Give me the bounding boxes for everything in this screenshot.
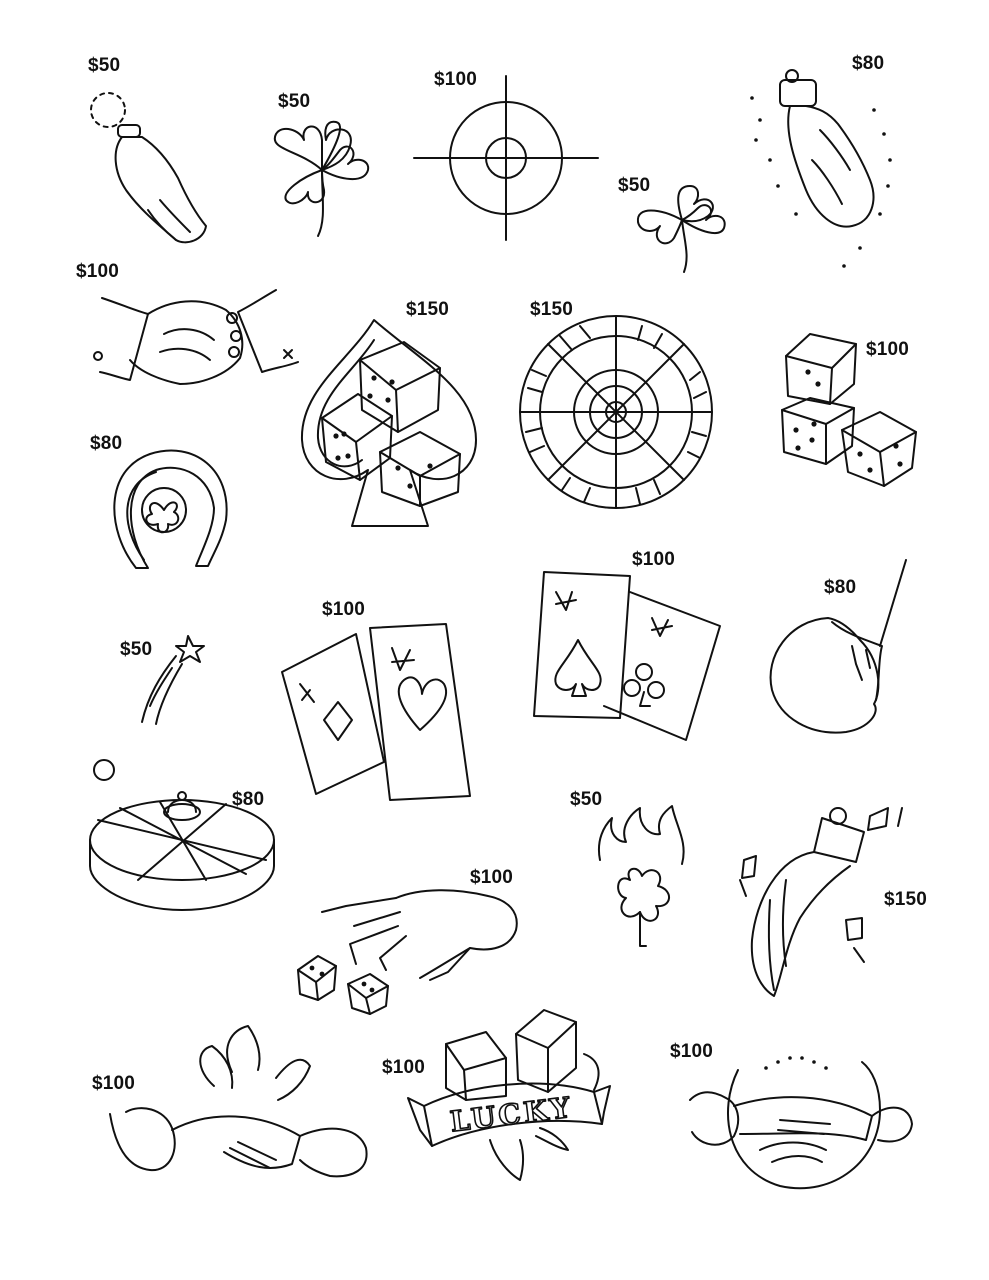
shamrock-icon [636,185,726,273]
price-label: $100 [382,1057,426,1078]
price-label: $100 [670,1041,714,1062]
price-label: $50 [278,91,311,112]
price-label: $80 [852,53,885,74]
handshake-icon [689,1056,913,1190]
shamrock-icon [273,120,370,237]
price-label: $100 [866,339,910,360]
horseshoe-icon [113,449,228,569]
price-label: $80 [232,789,265,810]
price-label: $100 [92,1073,136,1094]
playing-cards-icon [533,571,721,741]
price-label: $150 [530,299,574,320]
price-label: $100 [632,549,676,570]
price-label: $50 [570,789,603,810]
lucky-banner-icon [407,1009,611,1181]
price-label: $100 [434,69,478,90]
price-label: $100 [76,261,120,282]
price-label: $100 [470,867,514,888]
skeleton-hand-icon [297,889,518,1015]
poker-chip-icon [89,791,275,911]
rabbit-foot-icon [90,92,207,244]
rabbit-foot-icon [750,69,892,268]
handshake-icon [93,289,299,385]
horseshoe-crab-icon [769,559,907,734]
price-label: $150 [406,299,450,320]
flaming-clover-icon [598,805,685,947]
spade-dice-icon [300,319,477,527]
price-label: $80 [90,433,123,454]
price-label: $50 [618,175,651,196]
rabbit-foot-icon [739,807,903,997]
handshake-icon [109,1025,368,1178]
roulette-wheel-icon [519,315,713,509]
price-label: $150 [884,889,928,910]
crosshair-icon [413,75,599,241]
price-label: $80 [824,577,857,598]
price-label: $100 [322,599,366,620]
price-label: $50 [120,639,153,660]
shooting-star-icon [93,635,205,781]
playing-cards-icon [281,623,471,801]
price-label: $50 [88,55,121,76]
dice-icon [781,333,917,487]
